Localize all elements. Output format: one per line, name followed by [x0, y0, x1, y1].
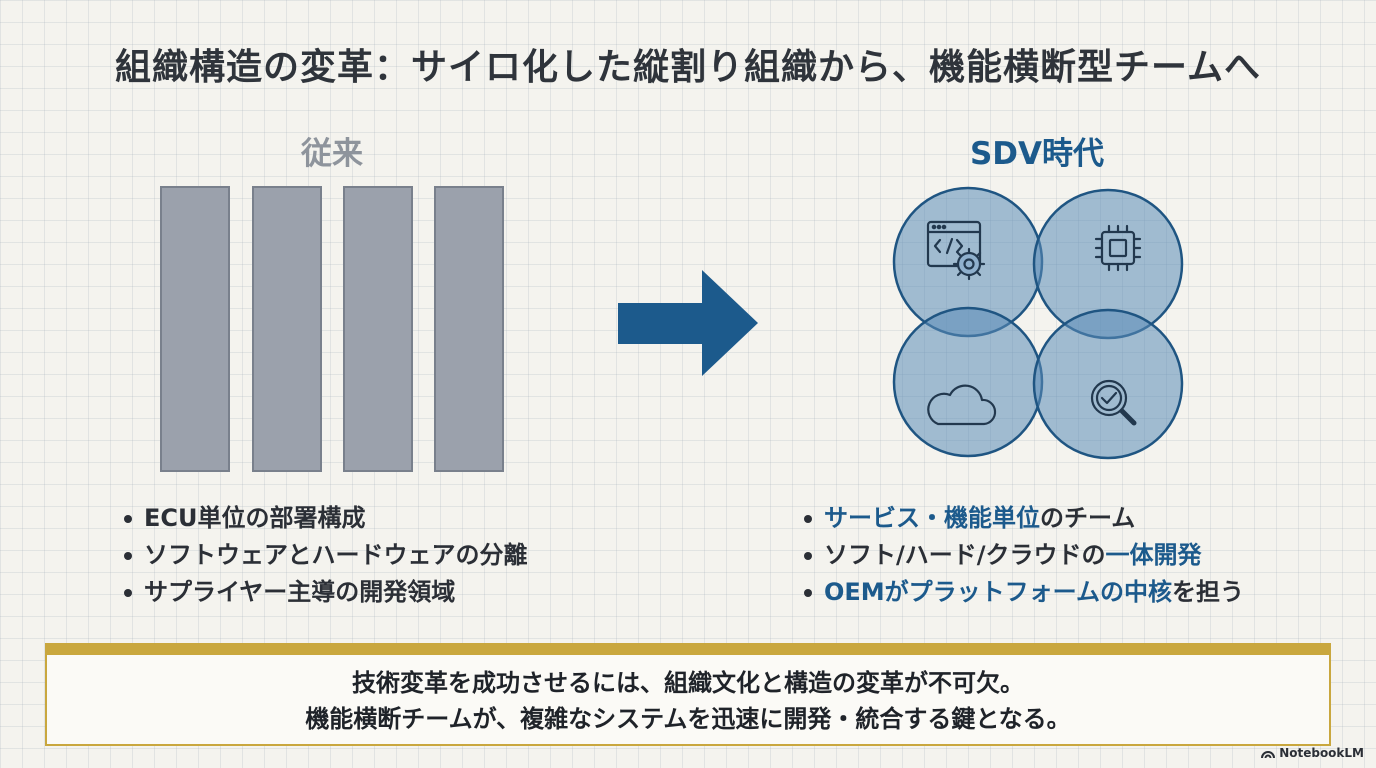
silo-bar	[434, 186, 504, 472]
highlight-text: OEMがプラットフォームの中核	[824, 578, 1172, 606]
cloud-icon	[927, 384, 997, 426]
highlight-text: サービス・機能単位	[824, 504, 1040, 532]
venn-circle-cloud	[892, 306, 1044, 458]
right-arrow-icon	[618, 270, 758, 376]
page-title: 組織構造の変革：サイロ化した縦割り組織から、機能横断型チームへ	[115, 47, 1261, 88]
plain-text: を担う	[1171, 578, 1244, 606]
venn-circle-quality	[1032, 308, 1184, 460]
notebooklm-logo-icon	[1261, 750, 1276, 758]
plain-text: のチーム	[1040, 504, 1136, 532]
brand-watermark: NotebookLM	[1261, 746, 1364, 760]
list-item: ECU単位の部署構成	[120, 500, 528, 537]
venn-diagram	[892, 186, 1184, 460]
plain-text: ソフト/ハード/クラウドの	[824, 541, 1106, 569]
brand-name: NotebookLM	[1279, 746, 1364, 760]
sdv-bullet-list: サービス・機能単位のチーム ソフト/ハード/クラウドの一体開発 OEMがプラット…	[800, 500, 1244, 611]
summary-line-2: 機能横断チームが、複雑なシステムを迅速に開発・統合する鍵となる。	[305, 705, 1071, 733]
silo-bar	[160, 186, 230, 472]
silo-diagram	[160, 186, 508, 476]
summary-line-1: 技術変革を成功させるには、組織文化と構造の変革が不可欠。	[352, 669, 1024, 697]
highlight-text: 一体開発	[1105, 541, 1202, 569]
silo-bar	[343, 186, 413, 472]
list-item: ソフト/ハード/クラウドの一体開発	[800, 537, 1244, 574]
silo-bar	[252, 186, 322, 472]
summary-box: 技術変革を成功させるには、組織文化と構造の変革が不可欠。 機能横断チームが、複雑…	[45, 643, 1331, 746]
list-item: ソフトウェアとハードウェアの分離	[120, 537, 528, 574]
chip-icon	[1094, 224, 1142, 272]
list-item: OEMがプラットフォームの中核を担う	[800, 574, 1244, 611]
sdv-heading: SDV時代	[969, 136, 1105, 172]
software-window-gear-icon	[926, 220, 986, 281]
magnifier-check-icon	[1090, 379, 1137, 426]
traditional-bullet-list: ECU単位の部署構成 ソフトウェアとハードウェアの分離 サプライヤー主導の開発領…	[120, 500, 528, 611]
traditional-heading: 従来	[301, 136, 363, 172]
list-item: サービス・機能単位のチーム	[800, 500, 1244, 537]
list-item: サプライヤー主導の開発領域	[120, 574, 528, 611]
